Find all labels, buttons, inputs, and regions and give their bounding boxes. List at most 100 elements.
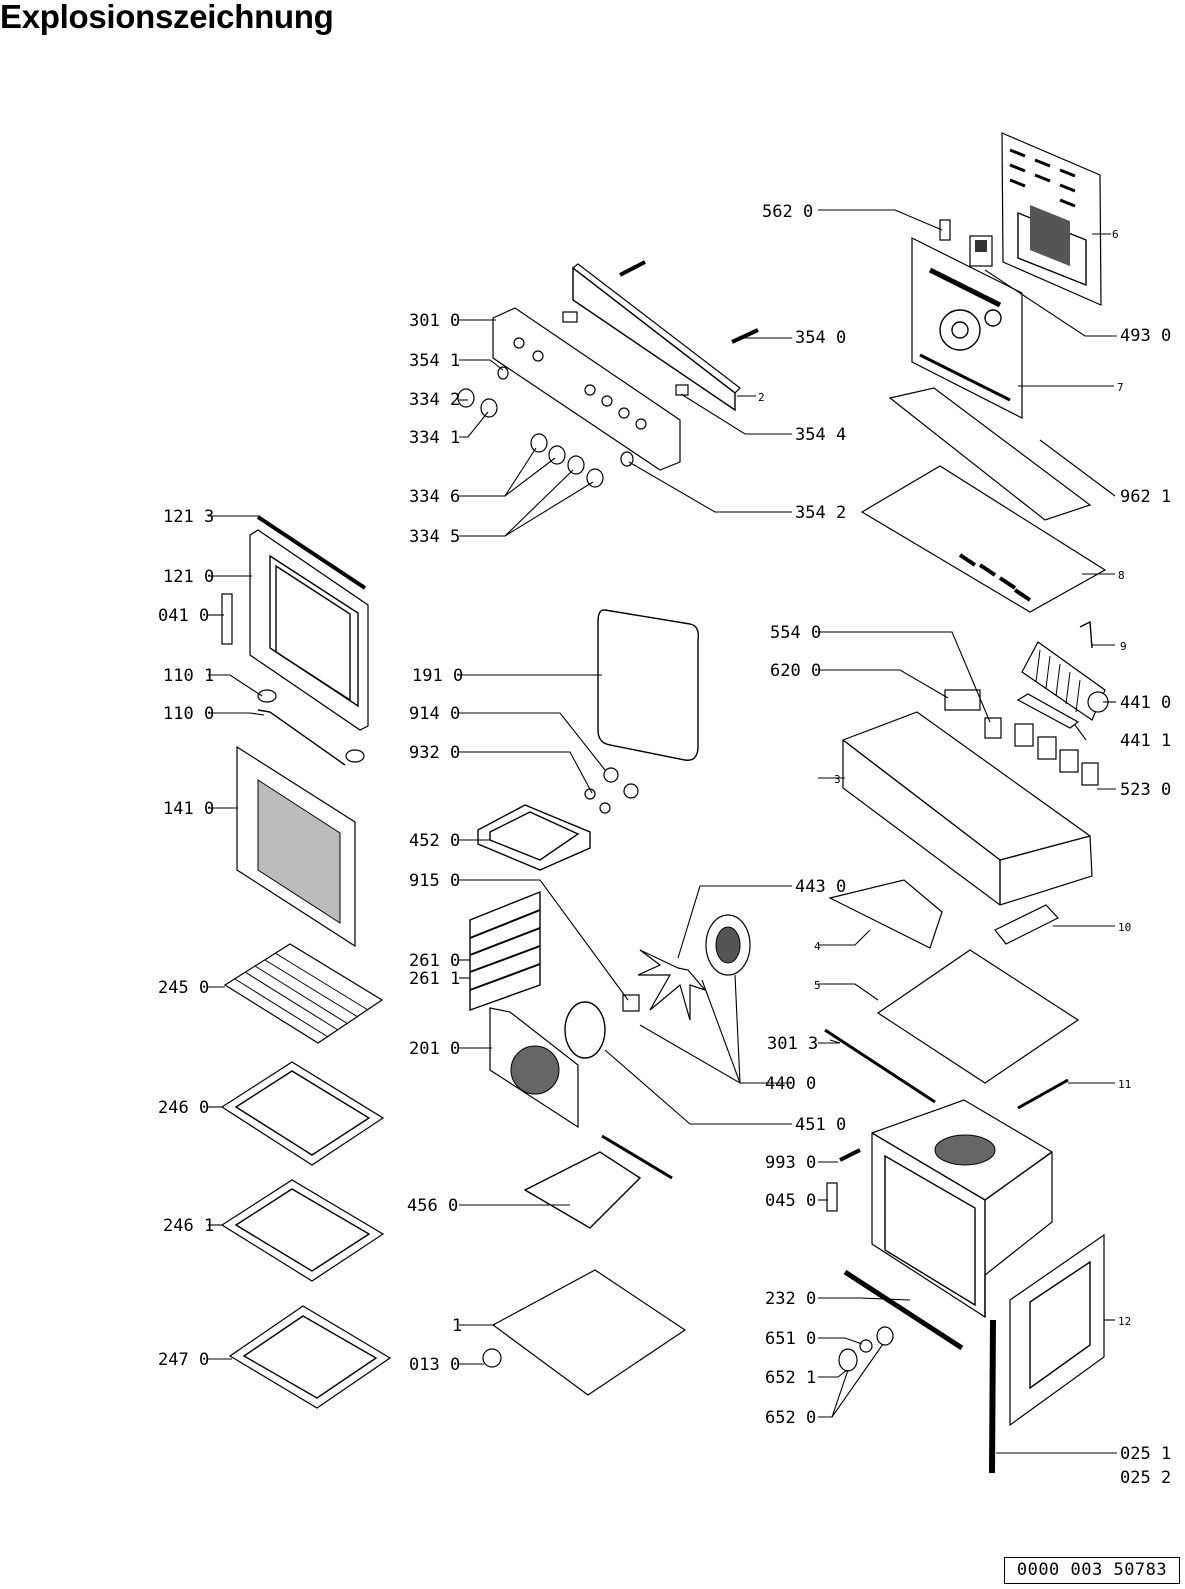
label-110-1: 110 1 <box>163 666 214 686</box>
label-914-0: 914 0 <box>409 704 460 724</box>
label-451-0: 451 0 <box>795 1115 846 1135</box>
part-rear-cover <box>1001 132 1102 306</box>
label-962-1: 962 1 <box>1120 487 1171 507</box>
label-493-0: 493 0 <box>1120 326 1171 346</box>
part-screw-993 <box>839 1148 861 1162</box>
label-441-0: 441 0 <box>1120 693 1171 713</box>
label-246-0: 246 0 <box>158 1098 209 1118</box>
label-261-1: 261 1 <box>409 969 460 989</box>
part-knob-651 <box>859 1326 894 1353</box>
label-121-3: 121 3 <box>163 507 214 527</box>
part-grill-element <box>477 767 639 871</box>
leader-lines <box>208 209 1117 1454</box>
label-651-0: 651 0 <box>765 1329 816 1349</box>
label-9: 9 <box>1120 640 1127 653</box>
part-foot-013 <box>482 1348 502 1368</box>
label-334-6: 334 6 <box>409 487 460 507</box>
label-4: 4 <box>814 940 821 953</box>
part-bottom-element <box>523 1134 673 1229</box>
label-1: 1 <box>452 1316 462 1336</box>
label-652-0: 652 0 <box>765 1408 816 1428</box>
part-control-panel <box>492 307 681 471</box>
label-11: 11 <box>1118 1078 1131 1091</box>
part-panel-bracket <box>572 263 741 412</box>
label-452-0: 452 0 <box>409 831 460 851</box>
part-back-wall <box>911 237 1023 419</box>
label-334-2: 334 2 <box>409 390 460 410</box>
label-025-2: 025 2 <box>1120 1468 1171 1488</box>
part-top-cover <box>860 465 1107 613</box>
label-110-0: 110 0 <box>163 704 214 724</box>
label-334-1: 334 1 <box>409 428 460 448</box>
label-354-0: 354 0 <box>795 328 846 348</box>
part-bracket-9 <box>1079 620 1093 649</box>
part-insulation-mat <box>888 387 1092 521</box>
label-12: 12 <box>1118 1315 1131 1328</box>
part-fan-blade <box>622 949 707 1021</box>
label-440-0: 440 0 <box>765 1074 816 1094</box>
part-labels: 562 0 493 0 6 7 301 0 354 0 354 1 2 334 … <box>158 202 1171 1488</box>
part-control-housing <box>842 689 1099 906</box>
label-7: 7 <box>1117 381 1124 394</box>
label-201-0: 201 0 <box>409 1039 460 1059</box>
label-8: 8 <box>1118 569 1125 582</box>
part-door-frame-12 <box>1009 1233 1105 1427</box>
label-441-1: 441 1 <box>1120 731 1171 751</box>
label-301-3: 301 3 <box>767 1034 818 1054</box>
part-latch-045 <box>826 1182 838 1212</box>
label-301-0: 301 0 <box>409 311 460 331</box>
label-652-1: 652 1 <box>765 1368 816 1388</box>
part-fan-cover <box>489 1007 579 1129</box>
label-141-0: 141 0 <box>163 799 214 819</box>
part-door-brackets-110 <box>257 689 365 766</box>
label-993-0: 993 0 <box>765 1153 816 1173</box>
label-246-1: 246 1 <box>163 1216 214 1236</box>
label-261-0: 261 0 <box>409 951 460 971</box>
label-354-2: 354 2 <box>795 503 846 523</box>
part-knobs-334 <box>457 366 634 488</box>
label-554-0: 554 0 <box>770 623 821 643</box>
label-334-5: 334 5 <box>409 527 460 547</box>
label-247-0: 247 0 <box>158 1350 209 1370</box>
label-562-0: 562 0 <box>762 202 813 222</box>
part-rail-301-3 <box>824 1028 936 1104</box>
part-panel-10 <box>994 904 1059 945</box>
reference-number-box: 0000 003 50783 <box>1004 1557 1180 1584</box>
part-door-seal <box>597 609 700 761</box>
part-door-inner-frame <box>249 515 369 731</box>
label-3: 3 <box>834 773 841 786</box>
part-rail-11 <box>1017 1078 1069 1110</box>
part-tray-246-0 <box>220 1061 385 1166</box>
part-front-strip-232 <box>843 1269 964 1351</box>
part-hinge-041 <box>221 593 233 645</box>
label-354-4: 354 4 <box>795 425 846 445</box>
label-10: 10 <box>1118 921 1131 934</box>
label-5: 5 <box>814 979 821 992</box>
part-panel-5 <box>876 949 1080 1084</box>
label-025-1: 025 1 <box>1120 1444 1171 1464</box>
label-041-0: 041 0 <box>158 606 209 626</box>
part-door-glass <box>236 745 356 948</box>
label-045-0: 045 0 <box>765 1191 816 1211</box>
label-191-0: 191 0 <box>412 666 463 686</box>
label-6: 6 <box>1112 228 1119 241</box>
label-121-0: 121 0 <box>163 567 214 587</box>
label-523-0: 523 0 <box>1120 780 1171 800</box>
part-wire-rack-245 <box>223 943 384 1044</box>
label-915-0: 915 0 <box>409 871 460 891</box>
part-tray-247 <box>228 1305 392 1409</box>
part-fan-ring <box>564 1001 606 1059</box>
label-232-0: 232 0 <box>765 1289 816 1309</box>
label-354-1: 354 1 <box>409 351 460 371</box>
part-tray-246-1 <box>220 1179 385 1282</box>
label-456-0: 456 0 <box>407 1196 458 1216</box>
part-front-strip-025 <box>989 1319 996 1474</box>
part-oven-cavity <box>871 1099 1053 1319</box>
label-932-0: 932 0 <box>409 743 460 763</box>
label-013-0: 013 0 <box>409 1355 460 1375</box>
part-strip-441-1 <box>1016 693 1080 729</box>
part-knob-652 <box>838 1348 858 1372</box>
label-245-0: 245 0 <box>158 978 209 998</box>
part-pins-354 <box>562 260 759 396</box>
